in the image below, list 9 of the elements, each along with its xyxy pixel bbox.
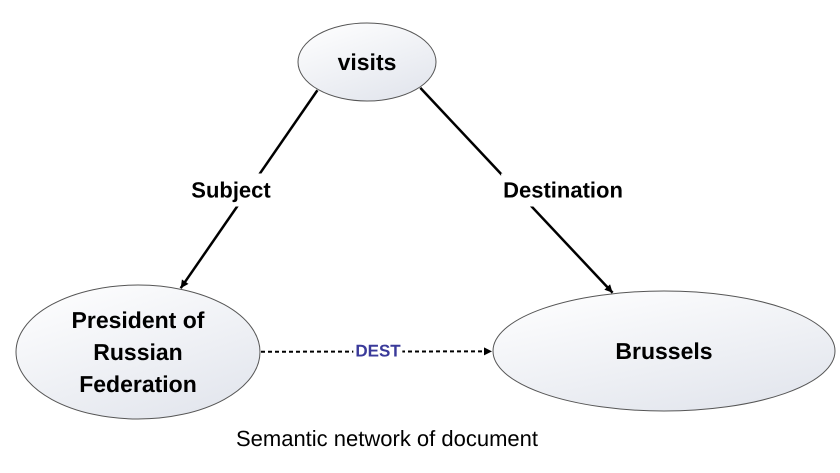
edge-label: Subject	[189, 174, 273, 206]
node-label: President of Russian Federation	[70, 306, 206, 399]
ellipse-node	[15, 284, 261, 420]
node-label: Brussels	[614, 337, 714, 366]
caption: Semantic network of document	[234, 425, 540, 453]
ellipse-node	[297, 22, 437, 102]
edge-label: Destination	[501, 174, 625, 206]
ellipse-node	[492, 290, 836, 412]
node-label: visits	[336, 48, 398, 77]
